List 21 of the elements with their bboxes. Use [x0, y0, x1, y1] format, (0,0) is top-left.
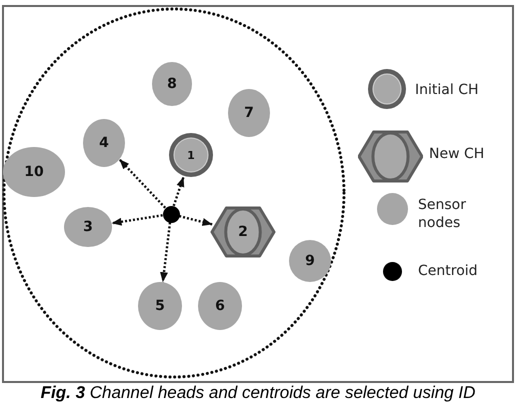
hexagon-node: 2	[211, 206, 275, 258]
arrow	[178, 214, 213, 226]
legend-label: Initial CH	[415, 81, 478, 99]
sensor-node: 4	[83, 119, 125, 167]
ringed-node: 1	[168, 132, 214, 178]
sensor-node: 7	[228, 89, 270, 137]
sensor-node: 8	[152, 62, 192, 106]
dot-node	[162, 206, 180, 222]
sensor-node: 10	[3, 147, 65, 197]
sensor-node: 9	[289, 240, 331, 282]
arrow	[111, 214, 163, 226]
sensor-node: 5	[138, 282, 182, 330]
legend-label: Sensor nodes	[418, 196, 467, 232]
sensor-node: 3	[64, 207, 112, 247]
figure-caption: Fig. 3 Channel heads and centroids are selected using ID	[40, 383, 476, 403]
arrow	[172, 176, 185, 206]
legend-label: Centroid	[418, 262, 478, 280]
legend-label: New CH	[429, 145, 484, 163]
arrow	[118, 158, 166, 209]
arrow	[160, 222, 172, 282]
sensor-node: 6	[198, 282, 242, 330]
